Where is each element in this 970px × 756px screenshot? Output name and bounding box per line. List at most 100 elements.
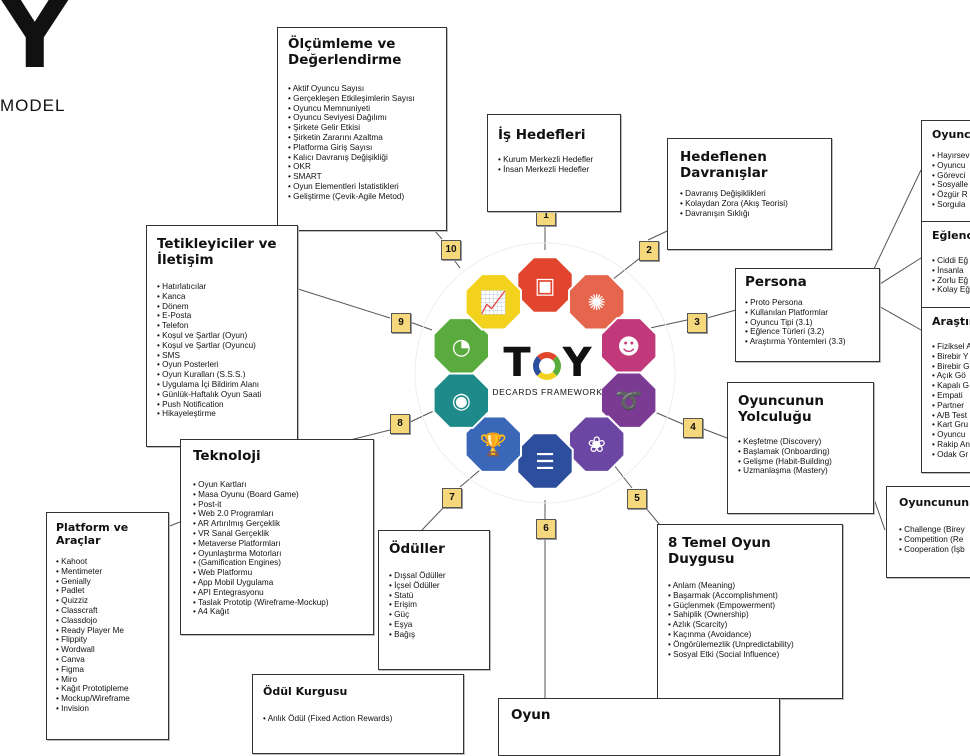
game-box: Oyun — [498, 698, 780, 756]
rewards-box: Ödüller Dışsal Ödüllerİçsel ÖdüllerStatü… — [378, 530, 490, 670]
reward-design-list: Anlık Ödül (Fixed Action Rewards) — [263, 714, 453, 724]
list-item: Classdojo — [56, 616, 159, 626]
list-item: Masa Oyunu (Board Game) — [193, 490, 361, 500]
target-behaviors-list: Davranış DeğişiklikleriKolaydan Zora (Ak… — [680, 189, 819, 218]
list-item: Genially — [56, 577, 159, 587]
list-item: Post-it — [193, 500, 361, 510]
list-item: Özgür R — [932, 190, 970, 200]
list-item: Güçlenmek (Empowerment) — [668, 601, 832, 611]
list-item: Push Notification — [157, 400, 287, 410]
list-item: Aktif Oyuncu Sayısı — [288, 84, 436, 94]
list-item: Keşfetme (Discovery) — [738, 437, 863, 447]
list-item: SMS — [157, 351, 287, 361]
technology-list: Oyun KartlarıMasa Oyunu (Board Game)Post… — [193, 480, 361, 617]
list-item: Wordwall — [56, 645, 159, 655]
list-item: Empati — [932, 391, 970, 401]
list-item: Partner — [932, 401, 970, 411]
brain-tile — [568, 273, 626, 331]
list-item: Kapalı G — [932, 381, 970, 391]
list-item: Oyuncu — [932, 161, 970, 171]
list-item: Birebir Y — [932, 352, 970, 362]
rewards-list: Dışsal Ödüllerİçsel ÖdüllerStatüErişimGü… — [389, 571, 479, 640]
list-item: VR Sanal Gerçeklik — [193, 529, 361, 539]
list-item: Anlam (Meaning) — [668, 581, 832, 591]
list-item: Challenge (Birey — [899, 525, 970, 535]
list-item: A/B Test — [932, 411, 970, 421]
list-item: Miro — [56, 675, 159, 685]
persona-list: Proto PersonaKullanılan PlatformlarOyunc… — [745, 298, 870, 347]
list-item: Classcraft — [56, 606, 159, 616]
list-item: Oyuncu Seviyesi Dağılımı — [288, 113, 436, 123]
list-item: Kullanılan Platformlar — [745, 308, 870, 318]
reward-design-box: Ödül Kurgusu Anlık Ödül (Fixed Action Re… — [252, 674, 464, 754]
trophy-icon: 🏆 — [480, 432, 507, 458]
list-item: Hikayeleştirme — [157, 409, 287, 419]
list-item: A4 Kağıt — [193, 607, 361, 617]
list-item: Competition (Re — [899, 535, 970, 545]
list-item: Görevci — [932, 171, 970, 181]
step-badge-2: 2 — [639, 241, 659, 261]
list-item: Azlık (Scarcity) — [668, 620, 832, 630]
list-item: İnsanla — [932, 266, 970, 276]
step-badge-3: 3 — [687, 313, 707, 333]
list-item: Dönem — [157, 302, 287, 312]
logo-ring-icon — [532, 352, 561, 380]
step-badge-4: 4 — [683, 418, 703, 438]
list-item: Oyuncu Memnuniyeti — [288, 104, 436, 114]
player-motivation-box: Oyuncunun M Challenge (BireyCompetition … — [886, 486, 970, 578]
list-item: Oyun Kuralları (S.S.S.) — [157, 370, 287, 380]
step-badge-9: 9 — [391, 313, 411, 333]
research-list: Fiziksel ABirebir YBirebir GAçık GöKapal… — [932, 342, 970, 460]
player-motivation-title: Oyuncunun M — [899, 496, 970, 509]
step-badge-5: 5 — [627, 489, 647, 509]
list-item: Sosyal Etki (Social Influence) — [668, 650, 832, 660]
list-item: Quizziz — [56, 596, 159, 606]
vr-headset-icon: ◉ — [452, 389, 471, 414]
connector-lines: ▣✺☻➰❀☰🏆◉◔📈 — [151, 169, 922, 698]
business-goals-title: İş Hedefleri — [498, 127, 586, 143]
list-item: Proto Persona — [745, 298, 870, 308]
game-title: Oyun — [511, 707, 551, 723]
list-item: Hatırlatıcılar — [157, 282, 287, 292]
list-item: Mentimeter — [56, 567, 159, 577]
technology-title: Teknoloji — [193, 448, 261, 464]
list-item: Geliştirme (Çevik-Agile Metod) — [288, 192, 436, 202]
list-item: İnsan Merkezli Hedefler — [498, 165, 610, 175]
briefcase-tile — [516, 256, 574, 314]
lotus-icon: ❀ — [587, 433, 605, 458]
list-item: Oyunlaştırma Motorları — [193, 549, 361, 559]
brand-model-label: MODEL — [0, 96, 66, 115]
lotus-tile — [568, 415, 626, 473]
core-drives-list: Anlam (Meaning)Başarmak (Accomplishment)… — [668, 581, 832, 659]
list-item: Oyun Elementleri İstatistikleri — [288, 182, 436, 192]
list-item: E-Posta — [157, 311, 287, 321]
list-item: Invision — [56, 704, 159, 714]
list-item: Figma — [56, 665, 159, 675]
list-item: Kolaydan Zora (Akış Teorisi) — [680, 199, 819, 209]
list-item: Koşul ve Şartlar (Oyun) — [157, 331, 287, 341]
research-box: Araştırm Fiziksel ABirebir YBirebir GAçı… — [921, 307, 970, 473]
list-item: Kahoot — [56, 557, 159, 567]
list-item: Flippity — [56, 635, 159, 645]
triggers-box: Tetikleyiciler ve İletişim Hatırlatıcıla… — [146, 225, 298, 447]
list-item: Günlük-Haftalık Oyun Saati — [157, 390, 287, 400]
core-drives-title: 8 Temel Oyun Duygusu — [668, 535, 771, 567]
list-item: Başarmak (Accomplishment) — [668, 591, 832, 601]
list-item: Şirketin Zararını Azaltma — [288, 133, 436, 143]
list-item: Oyuncu Tipi (3.1) — [745, 318, 870, 328]
list-item: Sahiplik (Ownership) — [668, 610, 832, 620]
list-item: Statü — [389, 591, 479, 601]
list-item: Dışsal Ödüller — [389, 571, 479, 581]
list-item: Kart Gru — [932, 420, 970, 430]
stack-icon: ☰ — [535, 450, 555, 475]
trophy-tile — [464, 415, 522, 473]
list-item: SMART — [288, 172, 436, 182]
list-item: Kurum Merkezli Hedefler — [498, 155, 610, 165]
list-item: (Gamification Engines) — [193, 558, 361, 568]
target-behaviors-box: Hedeflenen Davranışlar Davranış Değişikl… — [667, 138, 832, 250]
platform-tools-title: Platform ve Araçlar — [56, 521, 129, 547]
list-item: Web Platformu — [193, 568, 361, 578]
vr-headset-tile — [432, 371, 490, 429]
player-types-list: HayırsevOyuncuGörevciSosyalleÖzgür RSorg… — [932, 151, 970, 210]
list-item: Zorlu Eğ — [932, 276, 970, 286]
